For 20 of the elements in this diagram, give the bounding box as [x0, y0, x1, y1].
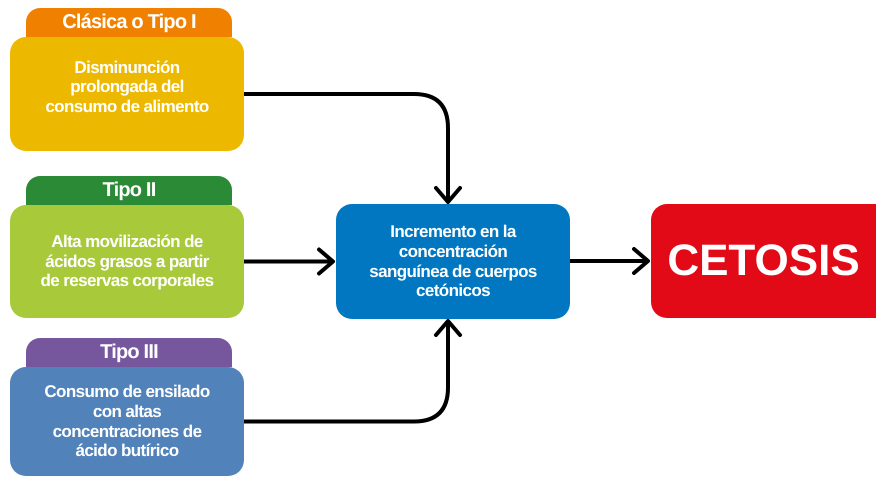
box-label: Incremento en la concentración sanguínea de cuerpos cetónicos	[368, 222, 538, 301]
arrow	[244, 248, 335, 276]
outcome-box	[651, 204, 876, 318]
box-label: Disminunción prolongada del consumo de alimento	[44, 58, 210, 116]
process-box	[336, 204, 570, 319]
box-label: Tipo II	[102, 179, 156, 202]
cause-box	[10, 205, 244, 318]
cause-box	[10, 367, 244, 476]
box-label: CETOSIS	[667, 236, 860, 286]
arrow	[570, 247, 650, 275]
category-tab	[26, 176, 232, 205]
arrow	[244, 319, 462, 424]
box-label: Tipo III	[100, 341, 158, 364]
cause-box	[10, 37, 244, 151]
box-label: Consumo de ensilado con altas concentraciones de ácido butírico	[43, 382, 211, 461]
category-tab	[26, 8, 232, 37]
box-label: Alta movilización de ácidos grasos a partir de reservas corporales	[40, 232, 214, 291]
box-label: Clásica o Tipo I	[62, 11, 196, 34]
arrow	[244, 92, 462, 204]
category-tab	[26, 338, 232, 367]
